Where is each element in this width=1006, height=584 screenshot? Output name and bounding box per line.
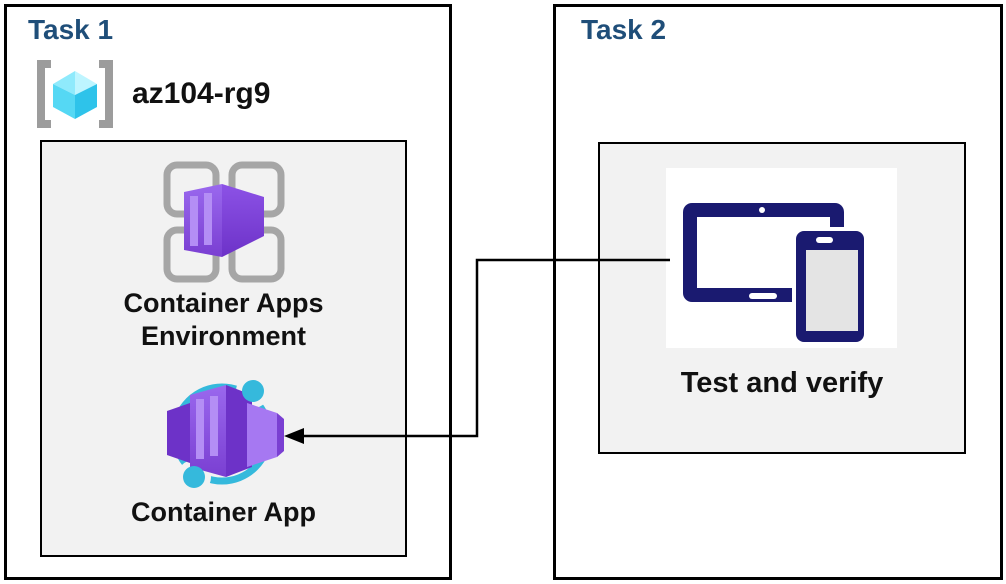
container-apps-environment-box: Container Apps Environment	[40, 140, 407, 557]
test-and-verify-box: Test and verify	[598, 142, 966, 454]
task1-box: Task 1 az104-rg9	[4, 4, 452, 580]
resource-cube-shape	[53, 71, 97, 119]
left-bracket-shape	[37, 60, 51, 128]
right-bracket-shape	[99, 60, 113, 128]
resource-group: az104-rg9	[34, 56, 270, 132]
container-apps-environment-label: Container Apps Environment	[123, 288, 324, 351]
app-container-shape	[166, 385, 284, 477]
env-container-shape	[183, 184, 264, 257]
ring-dot	[241, 380, 264, 402]
test-and-verify-label: Test and verify	[680, 367, 884, 399]
container-apps-environment-icon	[163, 161, 284, 283]
devices-icon-frame	[666, 168, 897, 348]
phone-shape	[792, 227, 868, 346]
resource-group-label: az104-rg9	[132, 77, 271, 110]
ring-dot	[182, 466, 205, 488]
task1-title: Task 1	[28, 14, 114, 45]
container-app-label: Container App	[131, 497, 316, 527]
container-app-icon	[166, 378, 284, 490]
resource-group-icon	[37, 60, 113, 128]
task2-box: Task 2	[553, 4, 1003, 580]
task2-title: Task 2	[581, 14, 667, 45]
devices-icon	[683, 203, 868, 346]
